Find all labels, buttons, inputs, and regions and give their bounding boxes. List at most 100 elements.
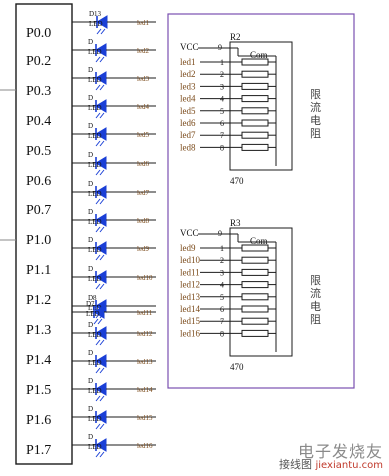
rnet-net-label: led8 xyxy=(180,142,196,152)
led-type: LED xyxy=(88,48,102,56)
rnet-side-label: 限 xyxy=(310,274,321,287)
led-net-label: led14 xyxy=(137,386,153,394)
led-arrow xyxy=(99,56,105,63)
led-arrow xyxy=(99,112,105,119)
led-net-label: led6 xyxy=(137,160,150,168)
led-arrow xyxy=(95,140,101,147)
led-arrow xyxy=(99,367,105,374)
led-type: LED xyxy=(88,304,102,312)
led-ref: D xyxy=(88,265,93,273)
rnet-ref: R2 xyxy=(230,32,241,42)
led-net-label: led1 xyxy=(137,19,150,27)
led-arrow xyxy=(95,423,101,430)
mcu-pin-label: P1.7 xyxy=(26,443,51,458)
rnet-net-label: led16 xyxy=(180,328,200,338)
rnet-resistor xyxy=(241,82,269,90)
rnet-side-label: 流 xyxy=(310,100,321,114)
rnet-ref: R3 xyxy=(230,218,241,228)
led-ref: D xyxy=(88,151,93,159)
led-arrow xyxy=(100,28,106,35)
mcu-pin-label: P0.7 xyxy=(26,203,51,218)
led-ref: D xyxy=(88,94,93,102)
rnet-resistor xyxy=(241,281,269,289)
led-ref: D7 xyxy=(86,300,95,308)
led-arrow xyxy=(93,318,99,325)
rnet-resistor xyxy=(241,119,269,127)
led-ref: D xyxy=(88,349,93,357)
led-net-label: led2 xyxy=(137,47,150,55)
network-frame xyxy=(167,13,355,389)
mcu-pin-label: P1.6 xyxy=(26,413,51,428)
rnet-net-label: led5 xyxy=(180,106,196,116)
mcu-pin-label: P0.0 xyxy=(26,26,51,41)
led-net-label: led16 xyxy=(137,442,153,450)
rnet-net-label: led3 xyxy=(180,81,196,91)
led-type: LED xyxy=(88,275,102,283)
led-ref: D xyxy=(88,38,93,46)
led-arrow xyxy=(95,169,101,176)
rnet-package xyxy=(229,41,293,171)
led-ref: D8 xyxy=(88,294,97,302)
mcu-pin-label: P0.2 xyxy=(26,54,51,69)
rnet-resistor xyxy=(241,95,269,103)
led-type: LED xyxy=(88,246,102,254)
led-type: LED xyxy=(86,310,100,318)
led-ref: D xyxy=(88,377,93,385)
led-arrow xyxy=(95,451,101,458)
led-arrow xyxy=(99,198,105,205)
watermark-site: jiexiantu.com xyxy=(315,460,384,471)
watermark-brand: 电子发烧友 xyxy=(297,442,383,461)
rnet-common-label: Com xyxy=(250,50,268,60)
led-arrow xyxy=(97,318,103,325)
rnet-common-label: Com xyxy=(250,236,268,246)
led-ref: D xyxy=(88,180,93,188)
rnet-net-label: led15 xyxy=(180,316,200,326)
rnet-side-label: 电 xyxy=(310,300,321,313)
rnet-value: 470 xyxy=(230,362,244,372)
led-type: LED xyxy=(88,104,102,112)
led-arrow xyxy=(95,112,101,119)
rnet-net-label: led7 xyxy=(180,130,196,140)
rnet-side-label: 流 xyxy=(310,286,321,300)
led-type: LED xyxy=(88,76,102,84)
led-net-label: led15 xyxy=(137,414,153,422)
led-net-label: led5 xyxy=(137,131,150,139)
led-type: LED xyxy=(88,218,102,226)
rnet-resistor xyxy=(241,256,269,264)
led-arrow xyxy=(99,226,105,233)
led-ref: D xyxy=(88,433,93,441)
led-net-label: led4 xyxy=(137,103,150,111)
rnet-resistor xyxy=(241,329,269,337)
rnet-resistor xyxy=(241,131,269,139)
rnet-resistor xyxy=(241,317,269,325)
led-net-label: led12 xyxy=(137,330,153,338)
led-net-label: led11 xyxy=(137,309,153,317)
led-arrow xyxy=(99,423,105,430)
led-arrow xyxy=(99,169,105,176)
led-net-label: led9 xyxy=(137,245,150,253)
led-arrow xyxy=(95,339,101,346)
led-type: LED xyxy=(88,443,102,451)
led-net-label: led8 xyxy=(137,217,150,225)
led-arrow xyxy=(99,254,105,261)
led-ref: D xyxy=(88,122,93,130)
mcu-pin-label: P0.3 xyxy=(26,84,51,99)
rnet-resistor xyxy=(241,293,269,301)
mcu-pin-label: P1.1 xyxy=(26,263,51,278)
led-arrow xyxy=(99,339,105,346)
led-arrow xyxy=(96,28,102,35)
led-arrow xyxy=(99,395,105,402)
led-ref: D xyxy=(88,405,93,413)
led-type: LED xyxy=(88,190,102,198)
rnet-side-label: 阻 xyxy=(310,313,321,326)
watermark-tag: 接线图 xyxy=(279,458,312,471)
rnet-net-label: led2 xyxy=(180,69,196,79)
led-ref: D xyxy=(88,321,93,329)
led-net-label: led10 xyxy=(137,274,153,282)
rnet-resistor xyxy=(241,107,269,115)
rnet-side-label: 限 xyxy=(310,88,321,101)
led-arrow xyxy=(95,84,101,91)
mcu-pin-label: P1.3 xyxy=(26,323,51,338)
led-arrow xyxy=(95,254,101,261)
